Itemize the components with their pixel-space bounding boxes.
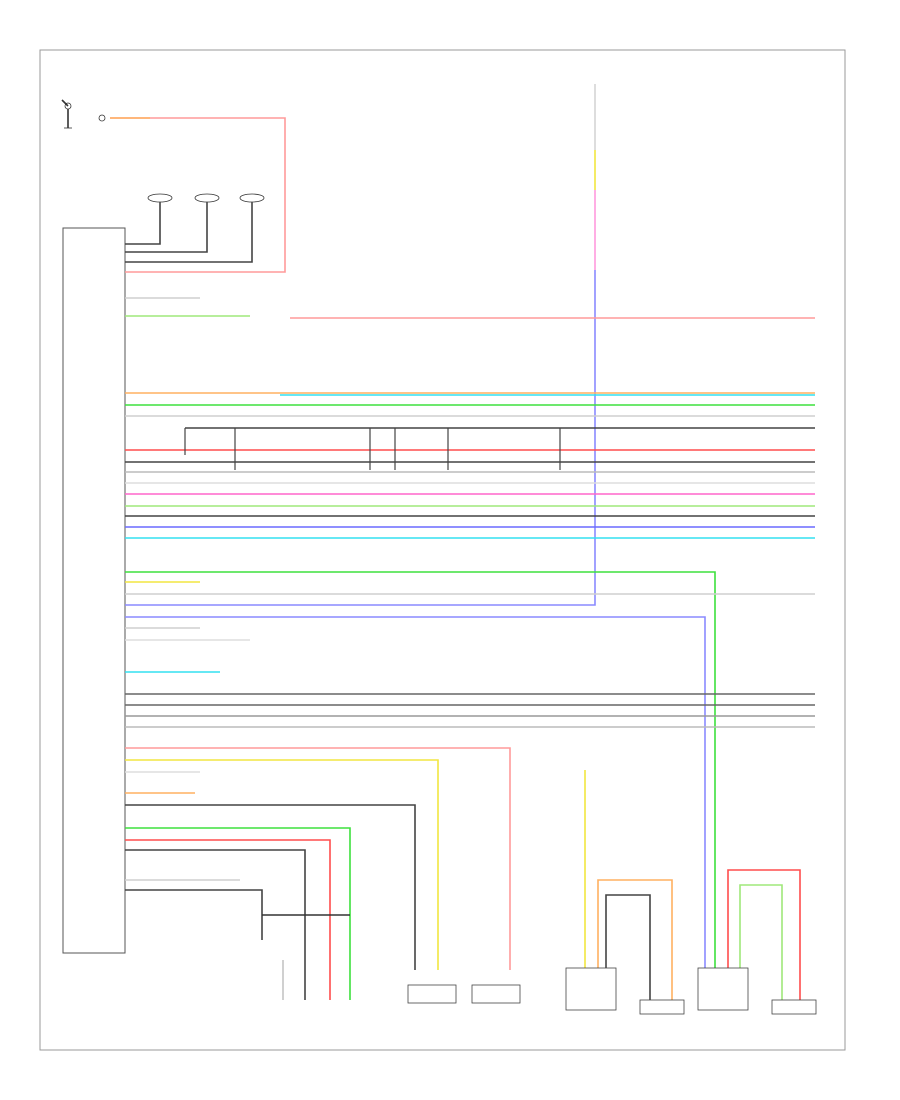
left-front-tweeter bbox=[407, 984, 457, 1004]
wire-red-748 bbox=[125, 747, 511, 970]
wire-orange-speaker-lr bbox=[597, 879, 673, 1000]
bus-drop-lines bbox=[184, 428, 561, 470]
ground-symbol-1 bbox=[147, 193, 173, 203]
wire-black-speaker-lr bbox=[605, 894, 651, 1000]
wire-ground-1 bbox=[125, 202, 161, 245]
right-front-tweeter bbox=[471, 984, 521, 1004]
wire-blue-speaker-rf bbox=[125, 616, 706, 975]
ground-symbol-3 bbox=[239, 193, 265, 203]
wire-green-speaker-rr bbox=[125, 571, 716, 975]
wire-top-feed bbox=[125, 84, 596, 606]
wire-black-890 bbox=[125, 889, 263, 940]
gray-bus-wires bbox=[125, 693, 815, 728]
wire-black-805 bbox=[125, 804, 416, 970]
wire-red-840 bbox=[125, 839, 331, 1000]
wire-antenna-power bbox=[110, 117, 286, 273]
wire-black-850 bbox=[125, 849, 306, 1000]
wire-green-828 bbox=[125, 827, 351, 1000]
diagram-frame bbox=[39, 49, 846, 1051]
transmitter-unit bbox=[61, 99, 106, 129]
bus-wires bbox=[125, 392, 815, 539]
ground-symbol-2 bbox=[194, 193, 220, 203]
left-rear-speaker bbox=[639, 999, 685, 1015]
wire-lgreen-speaker-rr bbox=[739, 884, 783, 1000]
main-module-box bbox=[62, 227, 126, 954]
right-front-speaker bbox=[697, 967, 749, 1011]
left-front-speaker bbox=[565, 967, 617, 1011]
right-rear-speaker bbox=[771, 999, 817, 1015]
wire-ground-3 bbox=[125, 202, 253, 263]
bottom-left-connector bbox=[262, 914, 350, 1000]
wire-yellow-760 bbox=[125, 759, 439, 970]
wire-red-speaker-rr bbox=[727, 869, 801, 1000]
wire-ground-2 bbox=[125, 202, 208, 253]
